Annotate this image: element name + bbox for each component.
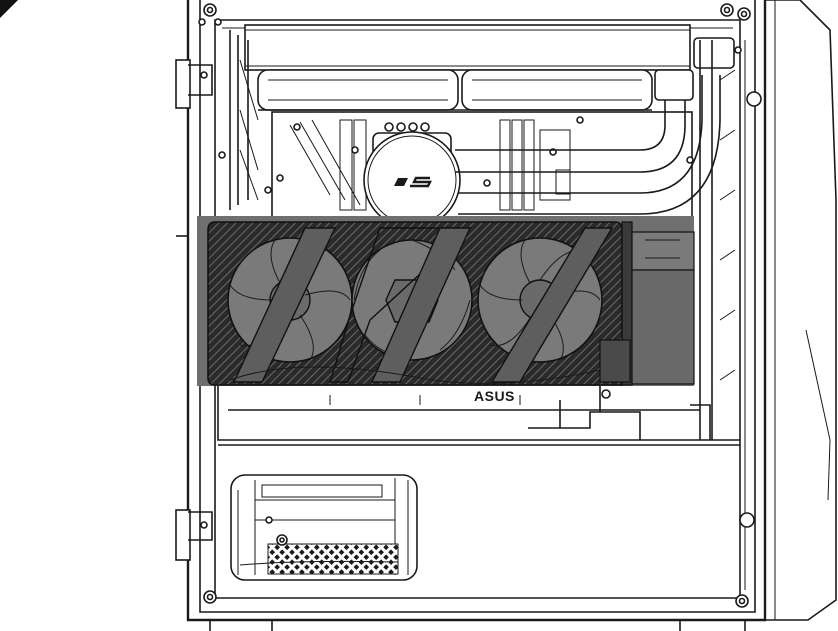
- darkflash-logo: [394, 176, 432, 188]
- aio-pump: [363, 122, 461, 229]
- gpu-highlight: [197, 216, 695, 386]
- gpu-brand-label: ASUS: [474, 388, 515, 404]
- radiator: [244, 24, 691, 111]
- gpu-lower-area: ASUS: [217, 386, 740, 441]
- psu-vent-grille: [267, 543, 399, 575]
- front-fan-area: [218, 30, 284, 210]
- corner-screws: [198, 3, 762, 608]
- right-cable-area: [699, 40, 736, 440]
- aio-tubes: [455, 37, 735, 215]
- motherboard: [271, 111, 694, 218]
- psu-shroud: [218, 444, 740, 581]
- corner-wedge: [0, 0, 18, 18]
